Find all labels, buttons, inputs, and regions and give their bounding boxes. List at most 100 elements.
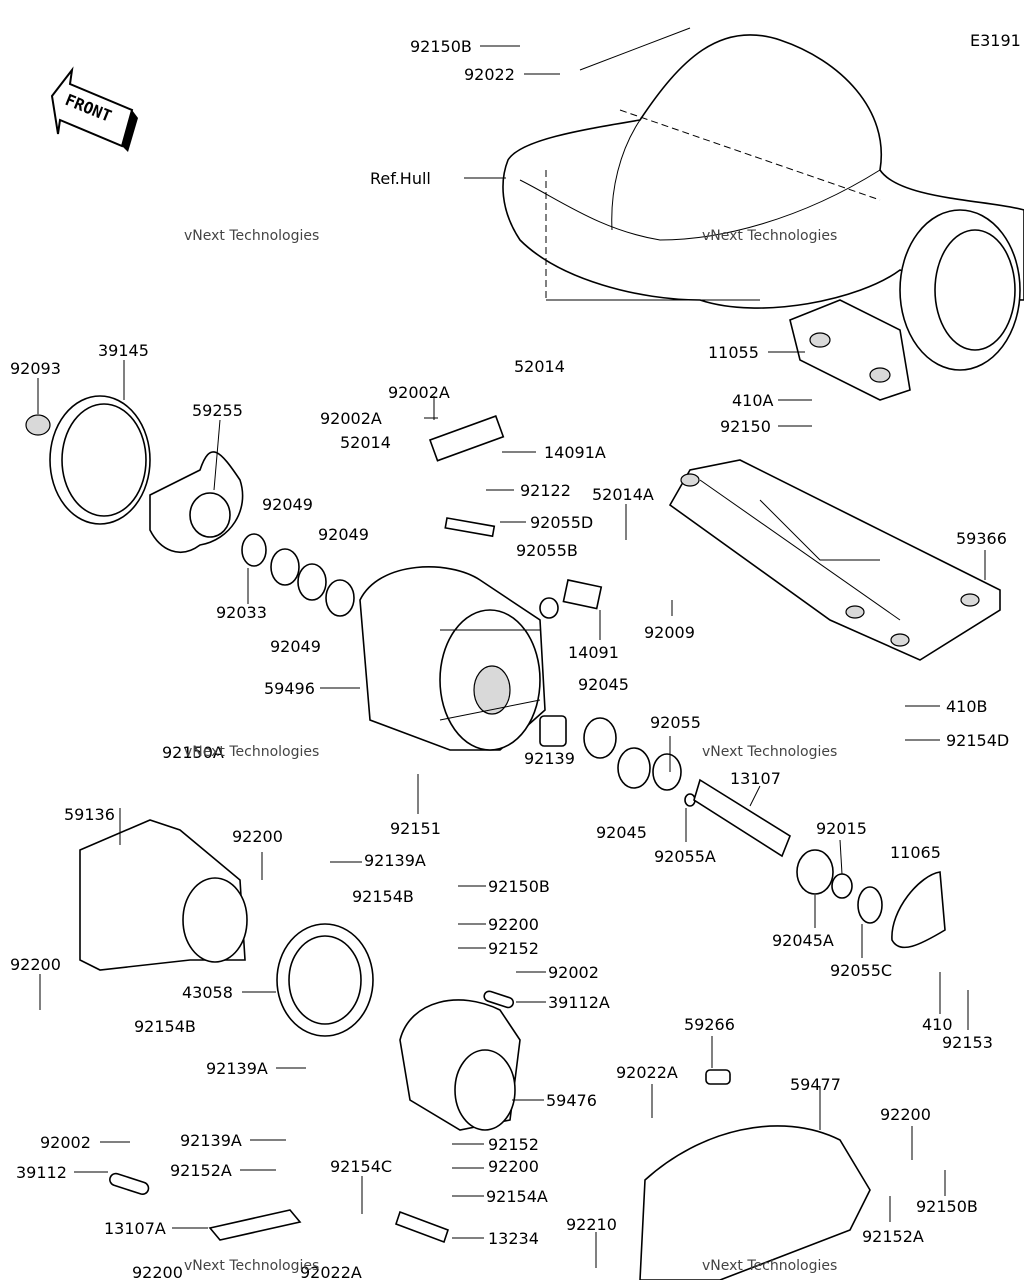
label-92154D: 92154D bbox=[946, 731, 1009, 750]
label-92152A-a: 92152A bbox=[170, 1161, 232, 1180]
wear-ring-39145 bbox=[49, 395, 151, 525]
label-92139A-a: 92139A bbox=[364, 851, 426, 870]
label-92154C: 92154C bbox=[330, 1157, 392, 1176]
label-92200-d: 92200 bbox=[488, 1157, 539, 1176]
part-labels: 92150B 92022 39145 92093 59255 92049 920… bbox=[10, 37, 1009, 1280]
label-92152A-b: 92152A bbox=[862, 1227, 924, 1246]
label-92154B-a: 92154B bbox=[352, 887, 414, 906]
watermarks: vNext Technologies vNext Technologies vN… bbox=[184, 228, 837, 1274]
label-92139A-c: 92139A bbox=[180, 1131, 242, 1150]
label-59476: 59476 bbox=[546, 1091, 597, 1110]
label-92200-e: 92200 bbox=[132, 1263, 183, 1280]
label-92150B-mid: 92150B bbox=[488, 877, 550, 896]
label-92022A-b: 92022A bbox=[300, 1263, 362, 1280]
watermark-2: vNext Technologies bbox=[702, 228, 837, 244]
label-59496: 59496 bbox=[264, 679, 315, 698]
label-92049-c: 92049 bbox=[270, 637, 321, 656]
label-92033: 92033 bbox=[216, 603, 267, 622]
impeller-59255 bbox=[149, 451, 244, 554]
ride-plate-59366 bbox=[668, 459, 1001, 661]
label-92049-a: 92049 bbox=[262, 495, 313, 514]
nut-92093 bbox=[25, 414, 51, 436]
label-92015: 92015 bbox=[816, 819, 867, 838]
watermark-3: vNext Technologies bbox=[184, 744, 319, 760]
hull-outline bbox=[502, 27, 1024, 309]
label-52014A: 52014A bbox=[592, 485, 654, 504]
label-92200-f: 92200 bbox=[880, 1105, 931, 1124]
label-92154A: 92154A bbox=[486, 1187, 548, 1206]
label-92093: 92093 bbox=[10, 359, 61, 378]
deflector-59477 bbox=[639, 1125, 871, 1280]
oring-92055 bbox=[652, 753, 682, 791]
label-39112: 39112 bbox=[16, 1163, 67, 1182]
label-11065: 11065 bbox=[890, 843, 941, 862]
oring-92055C bbox=[857, 886, 883, 924]
watermark-6: vNext Technologies bbox=[702, 1258, 837, 1274]
watermark-4: vNext Technologies bbox=[702, 744, 837, 760]
label-59255: 59255 bbox=[192, 401, 243, 420]
label-92152-a: 92152 bbox=[488, 939, 539, 958]
label-92045-b: 92045 bbox=[596, 823, 647, 842]
nozzle-59476 bbox=[399, 999, 521, 1131]
bearing-92045A bbox=[796, 849, 834, 895]
front-arrow-icon: FRONT bbox=[50, 66, 138, 152]
label-59136: 59136 bbox=[64, 805, 115, 824]
label-92154B-b: 92154B bbox=[134, 1017, 196, 1036]
label-92200-c: 92200 bbox=[488, 915, 539, 934]
label-13107A: 13107A bbox=[104, 1219, 166, 1238]
label-43058: 43058 bbox=[182, 983, 233, 1002]
link-13107A bbox=[208, 1209, 302, 1241]
label-92055D: 92055D bbox=[530, 513, 593, 532]
ref-hull-label: Ref.Hull bbox=[370, 169, 431, 188]
pin-13234 bbox=[394, 1210, 450, 1244]
label-92139A-b: 92139A bbox=[206, 1059, 268, 1078]
label-92002A-a: 92002A bbox=[388, 383, 450, 402]
arm-39112A bbox=[483, 990, 515, 1009]
pump-bracket-11055 bbox=[789, 209, 1021, 401]
label-410B: 410B bbox=[946, 697, 988, 716]
label-92045-a: 92045 bbox=[578, 675, 629, 694]
seal-92049-a bbox=[270, 548, 300, 586]
seal-92049-b bbox=[297, 563, 327, 601]
label-92150: 92150 bbox=[720, 417, 771, 436]
pump-case-59496 bbox=[359, 566, 546, 751]
label-59366: 59366 bbox=[956, 529, 1007, 548]
label-92122: 92122 bbox=[520, 481, 571, 500]
bearing-92045-b bbox=[617, 747, 651, 789]
label-92002-b: 92002 bbox=[40, 1133, 91, 1152]
fitting-59266 bbox=[705, 1069, 731, 1085]
label-92009: 92009 bbox=[644, 623, 695, 642]
oring-92033 bbox=[241, 533, 267, 567]
label-13107: 13107 bbox=[730, 769, 781, 788]
label-92049-b: 92049 bbox=[318, 525, 369, 544]
diagram-id: E3191 bbox=[970, 31, 1021, 50]
label-92139: 92139 bbox=[524, 749, 575, 768]
label-92055B: 92055B bbox=[516, 541, 578, 560]
nut-92015 bbox=[831, 873, 853, 899]
label-92002A-b: 92002A bbox=[320, 409, 382, 428]
label-92210: 92210 bbox=[566, 1215, 617, 1234]
label-92055A: 92055A bbox=[654, 847, 716, 866]
label-92055: 92055 bbox=[650, 713, 701, 732]
ring-43058 bbox=[276, 923, 374, 1037]
gasket-92055D bbox=[444, 517, 496, 538]
label-13234: 13234 bbox=[488, 1229, 539, 1248]
label-92022A-a: 92022A bbox=[616, 1063, 678, 1082]
label-14091: 14091 bbox=[568, 643, 619, 662]
shaft-13107 bbox=[693, 778, 791, 858]
label-92151: 92151 bbox=[390, 819, 441, 838]
fitting-14091 bbox=[562, 579, 603, 610]
label-59266: 59266 bbox=[684, 1015, 735, 1034]
label-59477: 59477 bbox=[790, 1075, 841, 1094]
watermark-1: vNext Technologies bbox=[184, 228, 319, 244]
seal-92049-c bbox=[325, 579, 355, 617]
arm-39112 bbox=[109, 1172, 150, 1196]
label-39112A: 39112A bbox=[548, 993, 610, 1012]
label-410: 410 bbox=[922, 1015, 953, 1034]
watermark-5: vNext Technologies bbox=[184, 1258, 319, 1274]
label-52014-b: 52014 bbox=[340, 433, 391, 452]
label-92150B-bottom: 92150B bbox=[916, 1197, 978, 1216]
label-92055C: 92055C bbox=[830, 961, 892, 980]
label-11055: 11055 bbox=[708, 343, 759, 362]
